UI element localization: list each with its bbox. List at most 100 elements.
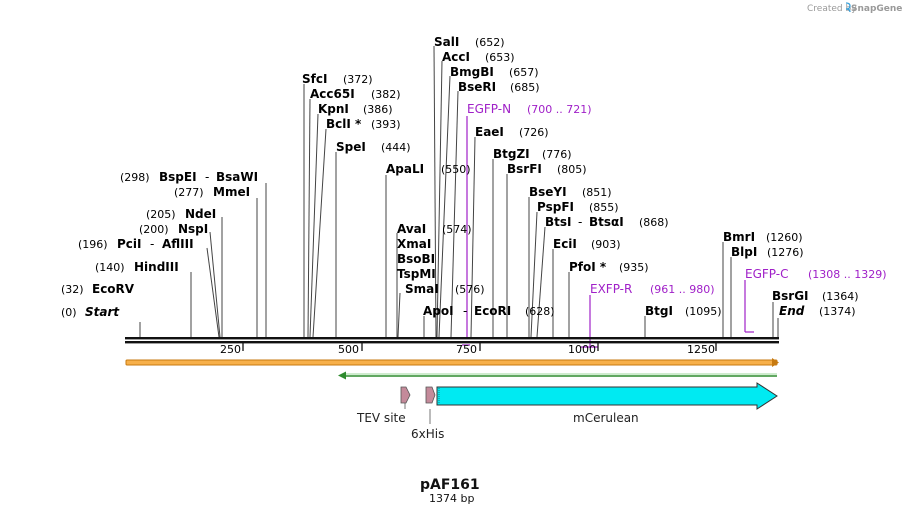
site-mmeI-pos: (277) [174,186,204,199]
site-btsI: BtsI [545,215,572,229]
site-nspI: NspI [178,222,208,236]
site-bmgBI: BmgBI [450,65,494,79]
site-bseYI: BseYI [529,185,567,199]
site-blpI: BlpI [731,245,757,259]
site-eaeI: EaeI [475,125,504,139]
site-speI: SpeI [336,140,366,154]
site-lines [139,45,779,338]
brand-created-by: Created by [807,4,857,14]
site-smaI: SmaI [405,282,439,296]
green-feature-bar [338,371,777,380]
site-bsaWI: BsaWI [216,170,258,184]
orange-feature-bar [125,358,779,367]
brand-snapgene: SnapGene [851,4,902,14]
site-apaLI: ApaLI [386,162,424,176]
site-ndeI-pos: (205) [146,208,176,221]
site-bmrI: BmrI [723,230,755,244]
site-bspEI-dash: - [205,170,209,184]
site-bsrFI-pos: (805) [557,163,587,176]
site-speI-pos: (444) [381,141,411,154]
primer-exfp-r: EXFP-R [590,282,632,296]
site-apoI: ApoI [423,304,454,318]
site-bseYI-pos: (851) [582,186,612,199]
his-tag-feature [425,386,436,424]
site-salI-pos: (652) [475,36,505,49]
site-eciI: EciI [553,237,577,251]
site-ecoRI: EcoRI [474,304,511,318]
site-kpnI-pos: (386) [363,103,393,116]
site-btsI-pos: (868) [639,216,669,229]
site-btgI: BtgI [645,304,673,318]
site-nspI-pos: (200) [139,223,169,236]
site-bspEI-pos: (298) [120,171,150,184]
site-salI: SalI [434,35,459,49]
mcerulean-feature [436,382,778,410]
site-bseRI-pos: (685) [510,81,540,94]
site-apoI-dash: - [463,304,467,318]
primer-exfp-r-pos: (961 .. 980) [650,283,715,296]
site-tspMI: TspMI [397,267,436,281]
site-avaI: AvaI [397,222,426,236]
site-btgZI-pos: (776) [542,148,572,161]
site-eciI-pos: (903) [591,238,621,251]
site-xmaI: XmaI [397,237,431,251]
site-ndeI: NdeI [185,207,216,221]
site-bspEI: BspEI [159,170,197,184]
primer-egfp-c-pos: (1308 .. 1329) [808,268,887,281]
site-ecoRV-pos: (32) [61,283,84,296]
primer-egfp-n: EGFP-N [467,102,511,116]
site-eaeI-pos: (726) [519,126,549,139]
ruler-tick-1250: 1250 [687,343,715,356]
snapgene-logo-icon [845,2,851,13]
site-pciI-pos: (196) [78,238,108,251]
mcerulean-label: mCerulean [573,411,639,425]
site-acc65I: Acc65I [310,87,355,101]
site-pspFI-pos: (855) [589,201,619,214]
site-hindIII: HindIII [134,260,179,274]
site-accI-pos: (653) [485,51,515,64]
tev-site-label: TEV site [356,411,406,425]
site-btgI-pos: (1095) [685,305,722,318]
site-accI: AccI [442,50,470,64]
site-pfoI: PfoI * [569,260,607,274]
site-ecoRV: EcoRV [92,282,135,296]
site-bsrGI-pos: (1364) [822,290,859,303]
site-bclI: BclI * [326,117,362,131]
site-apaLI-pos: (550) [441,163,471,176]
ruler-ticks [242,343,717,351]
ruler-tick-500: 500 [338,343,359,356]
site-bsrGI: BsrGI [772,289,809,303]
site-mmeI: MmeI [213,185,250,199]
site-avaI-pos: (574) [442,223,472,236]
tev-site-feature [400,386,411,409]
site-apoI-pos: (628) [525,305,555,318]
site-bmrI-pos: (1260) [766,231,803,244]
site-pciI: PciI [117,237,142,251]
site-btsaI: BtsαI [589,215,624,229]
plasmid-length: 1374 bp [429,492,474,505]
site-pciI-dash: - [150,237,154,251]
site-start-pos: (0) [61,306,77,319]
ruler-tick-250: 250 [220,343,241,356]
site-bsoBI: BsoBI [397,252,435,266]
ruler-tick-750: 750 [456,343,477,356]
site-pfoI-pos: (935) [619,261,649,274]
site-kpnI: KpnI [318,102,349,116]
site-smaI-pos: (576) [455,283,485,296]
site-aflIII: AflIII [162,237,194,251]
site-acc65I-pos: (382) [371,88,401,101]
site-hindIII-pos: (140) [95,261,125,274]
his-tag-label: 6xHis [411,427,444,441]
site-bsrFI: BsrFI [507,162,542,176]
primer-egfp-c: EGFP-C [745,267,788,281]
site-bseRI: BseRI [458,80,496,94]
sequence-backbone [125,337,779,344]
site-blpI-pos: (1276) [767,246,804,259]
primer-egfp-n-pos: (700 .. 721) [527,103,592,116]
plasmid-name: pAF161 [420,477,480,493]
site-end: End [779,304,805,318]
site-pspFI: PspFI [537,200,574,214]
site-btgZI: BtgZI [493,147,530,161]
site-start: Start [85,305,120,319]
